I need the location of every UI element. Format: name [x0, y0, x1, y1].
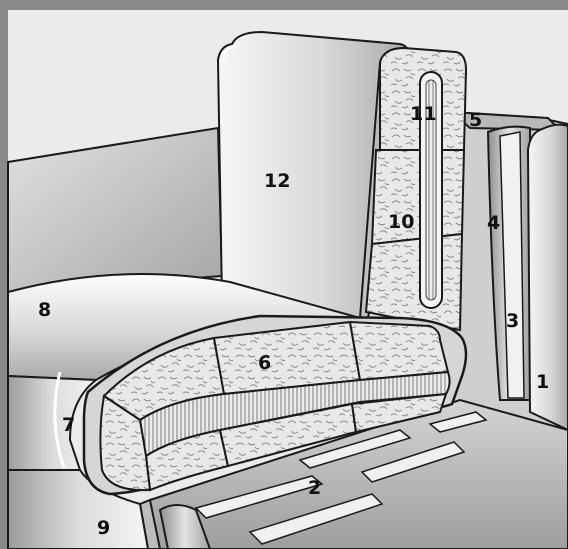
label-5: 5 — [469, 109, 482, 131]
label-10: 10 — [388, 211, 414, 233]
backrest-highlight — [220, 44, 237, 61]
label-6: 6 — [258, 352, 271, 374]
webbing-strap — [194, 475, 324, 519]
backrest-edge — [359, 61, 381, 319]
foam-block-middle — [370, 149, 466, 246]
foam-block-lower — [364, 232, 464, 332]
webbing-straps — [194, 411, 488, 545]
label-7: 7 — [62, 414, 75, 436]
foam-panel-top-right — [348, 320, 450, 382]
foam-panel-front — [99, 394, 152, 492]
label-12: 12 — [264, 170, 290, 192]
right-cushion — [526, 123, 568, 432]
armrest-side-highlight — [53, 371, 66, 469]
front-rail-cap — [158, 504, 212, 549]
label-11: 11 — [410, 103, 436, 125]
webbing-strap — [248, 493, 384, 545]
label-8: 8 — [38, 299, 51, 321]
foam-panel-bottom-right — [350, 392, 448, 434]
label-3: 3 — [506, 310, 519, 332]
webbing-strap — [298, 429, 412, 469]
armrest-side — [7, 374, 99, 471]
label-2: 2 — [308, 477, 321, 499]
label-9: 9 — [97, 517, 110, 539]
edge-strip-highlight — [499, 131, 525, 399]
back-insert-core — [425, 79, 437, 301]
webbing-strap — [428, 411, 488, 433]
label-4: 4 — [487, 212, 500, 234]
webbing-strap — [360, 441, 466, 483]
seat-cushion — [82, 314, 468, 496]
front-rail — [138, 498, 162, 549]
label-1: 1 — [536, 371, 549, 393]
diagram-labels: 1 2 3 4 5 6 7 8 9 10 11 12 — [38, 103, 549, 539]
